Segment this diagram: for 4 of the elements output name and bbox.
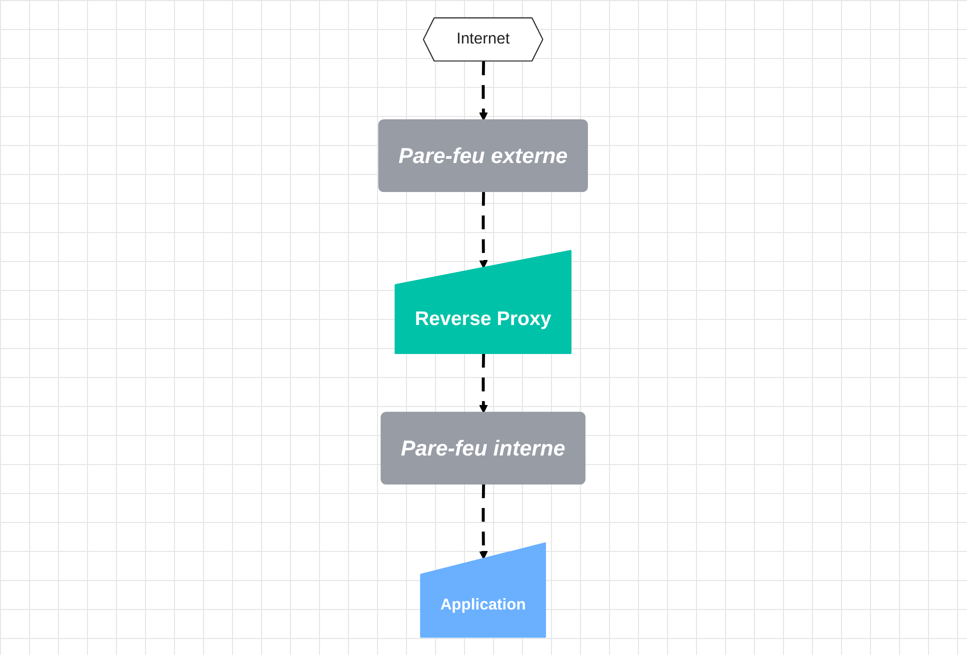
arrow xyxy=(480,192,488,268)
arrow xyxy=(480,484,488,560)
arrow xyxy=(480,354,488,414)
arrow xyxy=(480,62,488,121)
